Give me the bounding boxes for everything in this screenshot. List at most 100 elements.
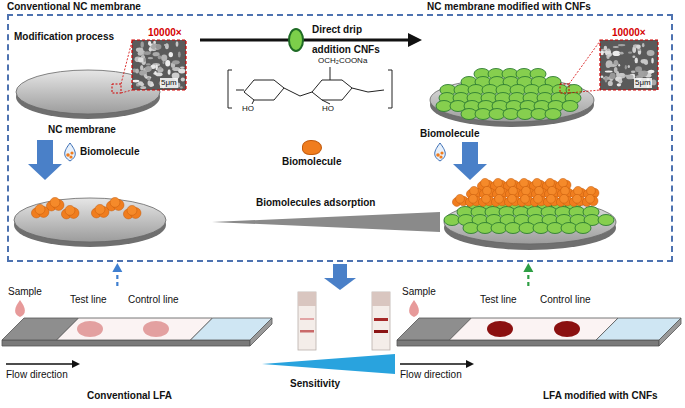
biomolecule-part (496, 186, 505, 195)
control-band (554, 321, 580, 337)
biomolecule-part (547, 194, 556, 203)
sem-grain (635, 58, 638, 64)
biomolecule (123, 205, 141, 219)
sem-grain (161, 54, 167, 61)
cnf-fiber (598, 215, 614, 226)
biomolecule-part (469, 194, 478, 203)
sensitivity-label: Sensitivity (290, 378, 340, 390)
sem-grain (144, 74, 148, 78)
biomolecule-part (507, 178, 516, 187)
scale-bar: 5μm (160, 78, 178, 88)
sem-grain (641, 59, 648, 64)
panel-heading: NC membrane modified with CNFs (427, 1, 591, 13)
connector-head (112, 263, 122, 272)
strip-caption: Conventional LFA (87, 390, 172, 402)
sem-image (600, 40, 658, 90)
biomolecule-part (456, 194, 465, 203)
sem-grain (180, 86, 183, 88)
sem-grain (625, 65, 627, 69)
flow-arrow (6, 363, 72, 365)
biomolecule-part (559, 178, 568, 187)
strip-caption: LFA modified with CNFs (543, 390, 658, 402)
magnification: 10000× (148, 27, 182, 39)
sensitivity-wedge (262, 354, 395, 374)
sem-grain (158, 55, 162, 59)
cnf-icon (289, 29, 303, 51)
sem-grain (169, 52, 173, 57)
biomolecule (61, 205, 79, 219)
biomolecule (106, 197, 124, 211)
biomolecule-part (522, 186, 531, 195)
sem-grain (147, 77, 151, 80)
legend-text: Biomolecule (282, 156, 341, 168)
connector-arrow (523, 263, 533, 286)
sem-grain (642, 43, 645, 47)
sem-grain (651, 58, 654, 64)
sem-grain (628, 51, 632, 53)
biomolecule (582, 194, 598, 206)
sem-grain (144, 58, 147, 62)
sem-ground (600, 40, 658, 90)
sem-grain (158, 67, 162, 70)
sem-grain (648, 70, 654, 73)
legend-swatch (302, 140, 322, 155)
scale-bar: 5μm (634, 78, 652, 88)
biomolecule-part (573, 194, 582, 203)
sem-grain (618, 44, 626, 46)
lfa-strip (397, 318, 681, 346)
sample-drop (409, 300, 419, 317)
sem-grain (141, 42, 144, 48)
chemical-group: HO (322, 104, 334, 114)
lfa-strip-box: LFA modified with CNFs (393, 286, 683, 358)
sem-grain (178, 52, 181, 58)
biomolecule (31, 204, 49, 218)
strip-photo (372, 292, 390, 350)
magnification: 10000× (612, 27, 646, 39)
sem-grain (605, 76, 608, 83)
chemical-structure (228, 67, 392, 108)
cnf-fiber (545, 109, 561, 120)
sem-grain (181, 78, 185, 82)
zoom-line (569, 90, 600, 93)
step-arrow (462, 142, 478, 164)
step-arrow (37, 140, 53, 164)
sem-grain (631, 70, 636, 73)
cnf-layer (436, 69, 582, 120)
biomolecule-label: Biomolecule (80, 146, 139, 158)
line-label: Test line (70, 294, 107, 306)
biomolecule-label: Biomolecule (420, 128, 479, 140)
sem-grain (619, 52, 623, 55)
sem-grain (618, 79, 622, 84)
sem-frame (132, 40, 186, 90)
sem-grain (156, 44, 162, 49)
sem-grain (178, 69, 185, 74)
biomolecule-part (65, 205, 75, 215)
test-band (487, 321, 513, 337)
flow-label: Flow direction (6, 369, 68, 381)
result-arrow (324, 278, 356, 290)
biomolecule-part (494, 178, 503, 187)
sem-grain (165, 60, 170, 67)
sem-grain (154, 71, 157, 75)
sem-grain (135, 68, 139, 73)
sem-grain (172, 60, 180, 64)
biomolecule-part (586, 194, 595, 203)
process-title: Modification process (14, 31, 114, 43)
cnf-fiber (562, 101, 578, 112)
sem-grain (636, 44, 641, 49)
sem-ground (132, 40, 186, 90)
connector-line (527, 271, 529, 286)
biomolecule-part (509, 186, 518, 195)
sem-grain (148, 41, 151, 46)
biomolecule-layer (452, 178, 599, 206)
line-label: Control line (540, 294, 591, 306)
sem-frame (600, 40, 658, 90)
test-band (77, 321, 103, 337)
biomolecule-part (587, 186, 596, 195)
sem-grain (600, 50, 604, 55)
sem-grain (164, 44, 167, 46)
biomolecule-part (35, 204, 45, 214)
sem-grain (628, 65, 630, 68)
sem-grain (176, 41, 179, 47)
strip-photo (298, 292, 316, 350)
